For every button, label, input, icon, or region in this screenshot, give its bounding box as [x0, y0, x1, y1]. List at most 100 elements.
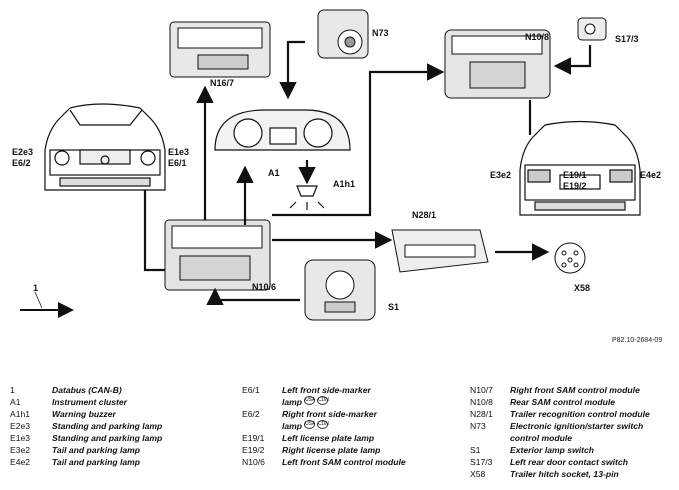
- legend-desc: Rear SAM control module: [510, 397, 616, 407]
- label-s17-3: S17/3: [615, 34, 639, 44]
- legend-desc: Right front SAM control module: [510, 385, 640, 395]
- n10-6-module: [164, 219, 271, 291]
- s1-exterior-lamp-switch: [304, 259, 376, 321]
- legend-code: E1e3: [10, 433, 31, 443]
- instrument-cluster: [214, 109, 351, 151]
- legend-desc-continued: lamp: [282, 421, 303, 431]
- legend-code: N28/1: [470, 409, 493, 419]
- label-s1: S1: [388, 302, 399, 312]
- label-n16-7: N16/7: [210, 78, 234, 88]
- legend-desc-continued: lamp: [282, 397, 303, 407]
- label-e6-2: E6/2: [12, 158, 31, 168]
- legend-code: N10/8: [470, 397, 493, 407]
- legend-desc: Left rear door contact switch: [510, 457, 628, 467]
- legend-desc: Trailer hitch socket, 13-pin: [510, 469, 619, 479]
- market-badge: USA: [304, 420, 316, 429]
- legend-desc: Right license plate lamp: [282, 445, 381, 455]
- label-e2e3: E2e3: [12, 147, 33, 157]
- legend-row: E6/2 Right front side-marker: [242, 408, 462, 420]
- legend-row: E19/2 Right license plate lamp: [242, 444, 462, 456]
- legend-code: E6/1: [242, 385, 260, 395]
- legend-code: A1h1: [10, 409, 31, 419]
- label-a1: A1: [268, 168, 280, 178]
- legend-desc: Tail and parking lamp: [52, 445, 141, 455]
- label-e19-2: E19/2: [563, 181, 587, 191]
- legend-row: S1 Exterior lamp switch: [470, 444, 675, 456]
- figure-id: P82.10-2684-09: [612, 337, 663, 344]
- legend-code: E19/2: [242, 445, 265, 455]
- legend-row: N73 Electronic ignition/starter switch: [470, 420, 675, 432]
- bus-arrows: [143, 40, 592, 306]
- legend-code: N73: [470, 421, 486, 431]
- label-e6-1: E6/1: [168, 158, 187, 168]
- legend-code: E4e2: [10, 457, 31, 467]
- legend-desc: Left license plate lamp: [282, 433, 375, 443]
- warning-buzzer: [289, 185, 325, 210]
- label-databus-1: 1: [33, 283, 38, 293]
- legend-desc: Left front SAM control module: [282, 457, 406, 467]
- legend-desc: Left front side-marker: [282, 385, 371, 395]
- market-badge: USA: [304, 396, 316, 405]
- legend-desc: Tail and parking lamp: [52, 457, 141, 467]
- legend-row: E6/1 Left front side-marker: [242, 384, 462, 396]
- n73-ignition-switch: [317, 9, 369, 59]
- legend-desc: Warning buzzer: [52, 409, 116, 419]
- market-badge: CDN: [317, 420, 329, 429]
- label-e4e2: E4e2: [640, 170, 661, 180]
- legend-row: S17/3 Left rear door contact switch: [470, 456, 675, 468]
- wiring-diagram: N16/7 N73 N10/8 S17/3 E2e3 E6/2 E1e3 E6/…: [12, 9, 661, 321]
- legend-code-spacer: [242, 420, 282, 432]
- legend-row: A1 Instrument cluster: [10, 396, 230, 408]
- label-e1e3: E1e3: [168, 147, 189, 157]
- legend-desc: Exterior lamp switch: [510, 445, 595, 455]
- label-a1h1: A1h1: [333, 179, 355, 189]
- legend-desc: Electronic ignition/starter switch: [510, 421, 644, 431]
- legend-code: A1: [10, 397, 21, 407]
- label-e19-1: E19/1: [563, 170, 587, 180]
- market-badge: CDN: [317, 396, 329, 405]
- legend-code: X58: [470, 469, 486, 479]
- n16-7-module: [169, 21, 271, 78]
- legend-code: N10/7: [470, 385, 493, 395]
- label-e3e2: E3e2: [490, 170, 511, 180]
- x58-trailer-socket: [554, 242, 586, 274]
- legend-desc-continued: control module: [510, 433, 573, 443]
- legend-code: E19/1: [242, 433, 265, 443]
- legend-row: X58 Trailer hitch socket, 13-pin: [470, 468, 675, 480]
- legend-row: A1h1 Warning buzzer: [10, 408, 230, 420]
- label-x58: X58: [574, 283, 590, 293]
- legend-desc: Trailer recognition control module: [510, 409, 650, 419]
- legend-row: E4e2 Tail and parking lamp: [10, 456, 230, 468]
- legend-code: S17/3: [470, 457, 493, 467]
- legend-desc: Standing and parking lamp: [52, 421, 163, 431]
- legend-row: N10/7 Right front SAM control module: [470, 384, 675, 396]
- legend-desc: Instrument cluster: [52, 397, 127, 407]
- legend-desc: Standing and parking lamp: [52, 433, 163, 443]
- n28-1-module: [391, 229, 489, 273]
- legend-code: S1: [470, 445, 481, 455]
- label-n10-6: N10/6: [252, 282, 276, 292]
- databus-legend-arrow: [20, 291, 74, 318]
- legend-code: 1: [10, 385, 15, 395]
- legend-row-continued: control module: [470, 432, 675, 444]
- label-n28-1: N28/1: [412, 210, 436, 220]
- label-n73: N73: [372, 28, 389, 38]
- legend-code: E6/2: [242, 409, 260, 419]
- label-n10-8: N10/8: [525, 32, 549, 42]
- legend-row: E19/1 Left license plate lamp: [242, 432, 462, 444]
- n10-8-module: [444, 29, 551, 99]
- legend-row: N10/8 Rear SAM control module: [470, 396, 675, 408]
- legend-code-spacer: [470, 432, 510, 444]
- legend-row: E1e3 Standing and parking lamp: [10, 432, 230, 444]
- rear-car-illustration: [519, 120, 641, 216]
- legend-desc: Right front side-marker: [282, 409, 378, 419]
- legend-code: E2e3: [10, 421, 31, 431]
